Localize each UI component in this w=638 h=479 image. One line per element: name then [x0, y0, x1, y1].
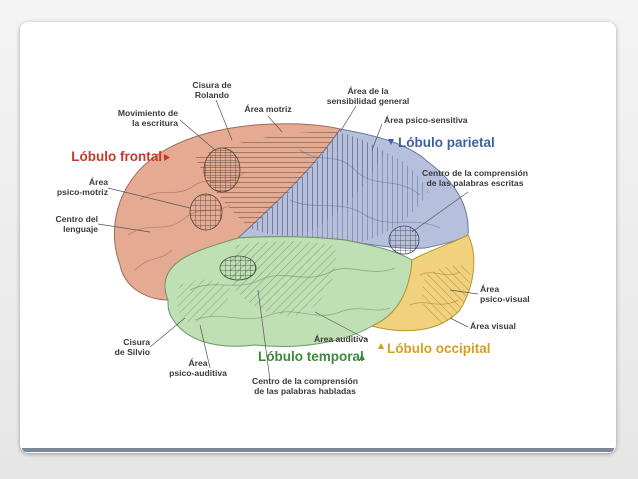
label-centro-habladas-1: Centro de la comprensión: [252, 376, 358, 386]
written-words-center: [388, 225, 420, 255]
label-cisura-rolando-2: Rolando: [195, 90, 229, 100]
label-cisura-rolando-1: Cisura de: [192, 80, 231, 90]
label-area-auditiva: Área auditiva: [314, 334, 368, 344]
leader-lines: [97, 99, 479, 381]
label-area-motriz: Área motriz: [244, 104, 291, 114]
psycho-auditory-area-hatch: [176, 279, 232, 323]
label-centro-escritas-2: de las palabras escritas: [427, 178, 524, 188]
label-cisura-silvio-2: de Silvio: [115, 347, 150, 357]
psycho-sensitive-area-hatch: [300, 152, 428, 242]
label-lobulo-occipital: Lóbulo occipital: [387, 341, 491, 356]
auditory-area-hatch: [230, 241, 337, 316]
label-movimiento-escritura-1: Movimiento de: [118, 108, 178, 118]
visual-area-hatch: [422, 265, 471, 325]
language-center: [219, 255, 257, 281]
psycho-motor-center: [189, 193, 223, 231]
label-lobulo-frontal: Lóbulo frontal: [71, 149, 162, 164]
label-centro-lenguaje-1: Centro del: [56, 214, 99, 224]
label-area-psico-visual-1: Área: [480, 284, 499, 294]
label-area-sensibilidad-2: sensibilidad general: [327, 96, 410, 106]
label-area-psico-auditiva-2: psico-auditiva: [169, 368, 227, 378]
slide-bottom-bar: [22, 448, 614, 452]
label-area-psico-motriz-1: Área: [89, 177, 108, 187]
label-centro-habladas-2: de las palabras habladas: [254, 386, 356, 396]
label-area-visual: Área visual: [470, 321, 516, 331]
occipital-arrow-icon: [378, 343, 384, 349]
writing-movement-center: [203, 147, 241, 193]
label-area-psico-motriz-2: psico-motriz: [57, 187, 108, 197]
label-area-sensibilidad-1: Área de la: [347, 86, 388, 96]
label-area-psico-visual-2: psico-visual: [480, 294, 530, 304]
temporal-arrow-icon: [359, 354, 365, 360]
frontal-arrow-icon: [164, 154, 170, 161]
label-lobulo-temporal: Lóbulo temporal: [258, 349, 364, 364]
label-movimiento-escritura-2: la escritura: [132, 118, 178, 128]
label-cisura-silvio-1: Cisura: [123, 337, 150, 347]
parietal-arrow-icon: [388, 139, 394, 145]
sensory-area-hatch: [250, 132, 385, 236]
label-area-psico-auditiva-1: Área: [188, 358, 207, 368]
label-area-psico-sensitiva: Área psico-sensitiva: [384, 115, 468, 125]
label-centro-lenguaje-2: lenguaje: [63, 224, 98, 234]
label-lobulo-parietal: Lóbulo parietal: [398, 135, 495, 150]
label-centro-escritas-1: Centro de la comprensión: [422, 168, 528, 178]
